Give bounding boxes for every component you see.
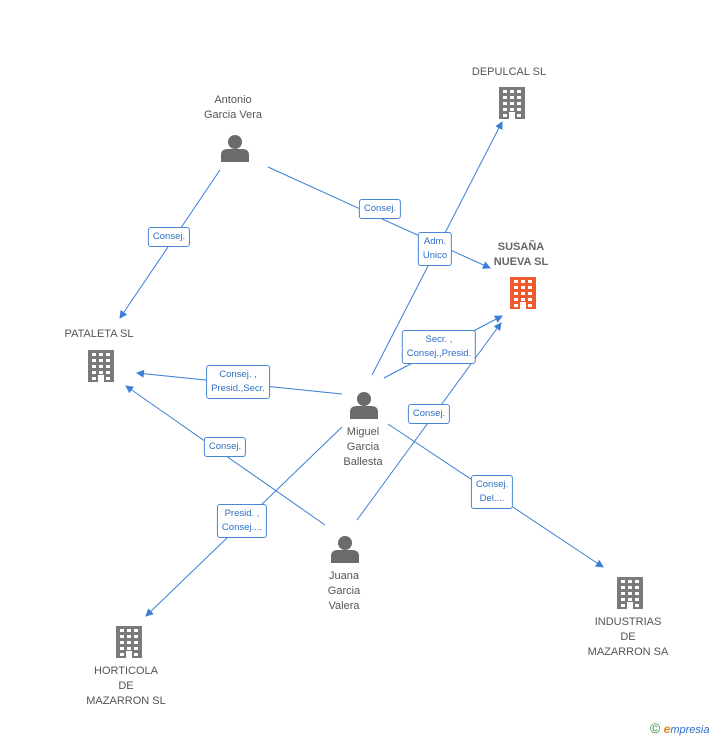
edge-label-miguel-susana[interactable]: Secr. , Consej.,Presid. <box>401 330 477 364</box>
node-label-pataleta[interactable]: PATALETA SL <box>64 328 134 340</box>
edge-label-antonio-pataleta[interactable]: Consej. <box>147 227 191 247</box>
person-icon-juana[interactable] <box>331 536 359 563</box>
person-icon-miguel[interactable] <box>350 392 378 419</box>
edge-lines <box>119 121 604 617</box>
node-label-industrias[interactable]: INDUSTRIAS DE MAZARRON SA <box>587 616 669 658</box>
node-label-miguel[interactable]: Miguel Garcia Ballesta <box>343 426 383 468</box>
node-label-juana[interactable]: Juana Garcia Valera <box>327 570 361 612</box>
node-label-antonio[interactable]: Antonio Garcia Vera <box>203 94 263 121</box>
footer-brand: © empresia <box>650 720 709 736</box>
edge-label-miguel-horticola[interactable]: Presid. , Consej.... <box>216 504 268 538</box>
edge-label-miguel-industrias[interactable]: Consej. Del.... <box>470 475 514 509</box>
building-icon-pataleta[interactable] <box>88 350 114 382</box>
edge-label-antonio-susana[interactable]: Consej. <box>358 199 402 219</box>
node-label-susana[interactable]: SUSAÑA NUEVA SL <box>493 241 549 268</box>
node-icons <box>88 87 643 658</box>
copyright-icon: © <box>650 720 661 736</box>
building-icon-horticola[interactable] <box>116 626 142 658</box>
edge-label-miguel-depulcal[interactable]: Adm. Unico <box>417 232 453 266</box>
person-icon-antonio[interactable] <box>221 135 249 162</box>
node-label-horticola[interactable]: HORTICOLA DE MAZARRON SL <box>86 665 166 707</box>
brand-logo-e: e <box>663 722 671 736</box>
edge-label-juana-pataleta[interactable]: Consej. <box>203 437 247 457</box>
building-icon-depulcal[interactable] <box>499 87 525 119</box>
edge-label-miguel-pataleta[interactable]: Consej. , Presid.,Secr. <box>206 365 270 399</box>
node-label-depulcal[interactable]: DEPULCAL SL <box>471 66 547 78</box>
building-icon-susana[interactable] <box>510 277 536 309</box>
edge-label-juana-susana[interactable]: Consej. <box>407 404 451 424</box>
brand-name: mpresia <box>670 724 710 736</box>
building-icon-industrias[interactable] <box>617 577 643 609</box>
